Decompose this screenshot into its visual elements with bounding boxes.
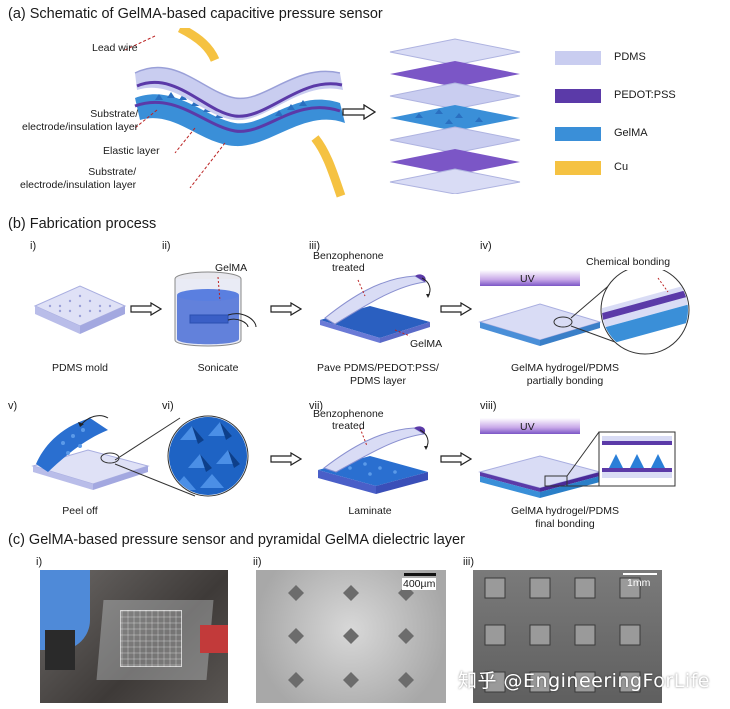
legend-swatch-pedot bbox=[555, 89, 601, 103]
uv-label-8: UV bbox=[520, 421, 535, 433]
laminate-illustration bbox=[318, 426, 429, 494]
image-num-3: iii) bbox=[463, 556, 474, 568]
legend-label-gelma: GelMA bbox=[614, 127, 648, 139]
panel-a-title: (a) Schematic of GelMA-based capacitive … bbox=[8, 6, 383, 22]
peel-off-illustration bbox=[31, 415, 150, 490]
legend-swatch-gelma bbox=[555, 127, 601, 141]
final-bonding-illustration bbox=[478, 431, 676, 498]
scale-label-400um: 400µm bbox=[402, 578, 437, 590]
step-caption-7: Laminate bbox=[348, 505, 392, 517]
sem-image-400um: 400µm bbox=[256, 570, 446, 703]
step-caption-3: Pave PDMS/PEDOT:PSS/ PDMS layer bbox=[317, 362, 439, 387]
step-num-2: ii) bbox=[162, 240, 171, 252]
right-arrow-icon bbox=[270, 302, 302, 316]
sem-image-1mm: 1mm bbox=[473, 570, 662, 703]
step-num-4: iv) bbox=[480, 240, 492, 252]
uv-label-4: UV bbox=[520, 273, 535, 285]
elastic-layer-label: Elastic layer bbox=[103, 145, 160, 157]
partial-bonding-illustration bbox=[478, 270, 690, 355]
step-num-6: vi) bbox=[162, 400, 174, 412]
image-num-2: ii) bbox=[253, 556, 262, 568]
legend-swatch-cu bbox=[555, 161, 601, 175]
step-caption-5: Peel off bbox=[62, 505, 98, 517]
scale-bar bbox=[623, 573, 657, 575]
gelma-callout-2: GelMA bbox=[215, 262, 248, 274]
chemical-bonding-callout: Chemical bonding bbox=[586, 256, 671, 268]
pyramid-zoom-illustration bbox=[114, 415, 249, 497]
step-num-1: i) bbox=[30, 240, 37, 252]
legend-swatch-pdms bbox=[555, 51, 601, 65]
gelma-callout-3: GelMA bbox=[410, 338, 443, 350]
image-num-1: i) bbox=[36, 556, 43, 568]
right-arrow-icon bbox=[270, 452, 302, 466]
legend-label-pedot: PEDOT:PSS bbox=[614, 89, 676, 101]
sensor-photo bbox=[40, 570, 228, 703]
sensor-schematic bbox=[124, 28, 346, 198]
scale-label-1mm: 1mm bbox=[627, 577, 651, 589]
uv-bar-8 bbox=[480, 418, 580, 434]
step-caption-4: GelMA hydrogel/PDMS partially bonding bbox=[511, 362, 619, 387]
exploded-layer-stack bbox=[389, 38, 521, 194]
step-num-5: v) bbox=[8, 400, 18, 412]
scale-bar bbox=[404, 573, 436, 576]
right-arrow-icon bbox=[440, 302, 472, 316]
pdms-mold-illustration bbox=[33, 285, 127, 334]
step-num-8: viii) bbox=[480, 400, 497, 412]
step-caption-1: PDMS mold bbox=[51, 362, 108, 374]
watermark: 知乎 @EngineeringForLife bbox=[458, 670, 710, 692]
legend-label-pdms: PDMS bbox=[614, 51, 646, 63]
sonicate-beaker-illustration bbox=[174, 271, 257, 347]
step-caption-8: GelMA hydrogel/PDMS final bonding bbox=[511, 505, 619, 530]
right-arrow-icon bbox=[342, 104, 376, 120]
step-num-3: iii) bbox=[309, 240, 320, 252]
substrate-bottom-label: Substrate/ electrode/insulation layer bbox=[20, 166, 137, 191]
benzophenone-callout-3: Benzophenone treated bbox=[313, 250, 384, 274]
step-caption-2: Sonicate bbox=[197, 362, 239, 374]
panel-b-title: (b) Fabrication process bbox=[8, 216, 157, 232]
pave-layer-illustration bbox=[320, 274, 431, 343]
substrate-top-label: Substrate/ electrode/insulation layer bbox=[22, 108, 139, 133]
uv-bar-4 bbox=[480, 270, 580, 286]
right-arrow-icon bbox=[440, 452, 472, 466]
step-num-7: vii) bbox=[309, 400, 324, 412]
lead-wire-label: Lead wire bbox=[92, 42, 138, 54]
right-arrow-icon bbox=[130, 302, 162, 316]
benzophenone-callout-7: Benzophenone treated bbox=[313, 408, 384, 432]
legend-label-cu: Cu bbox=[614, 161, 629, 173]
panel-c-title: (c) GelMA-based pressure sensor and pyra… bbox=[8, 532, 465, 548]
